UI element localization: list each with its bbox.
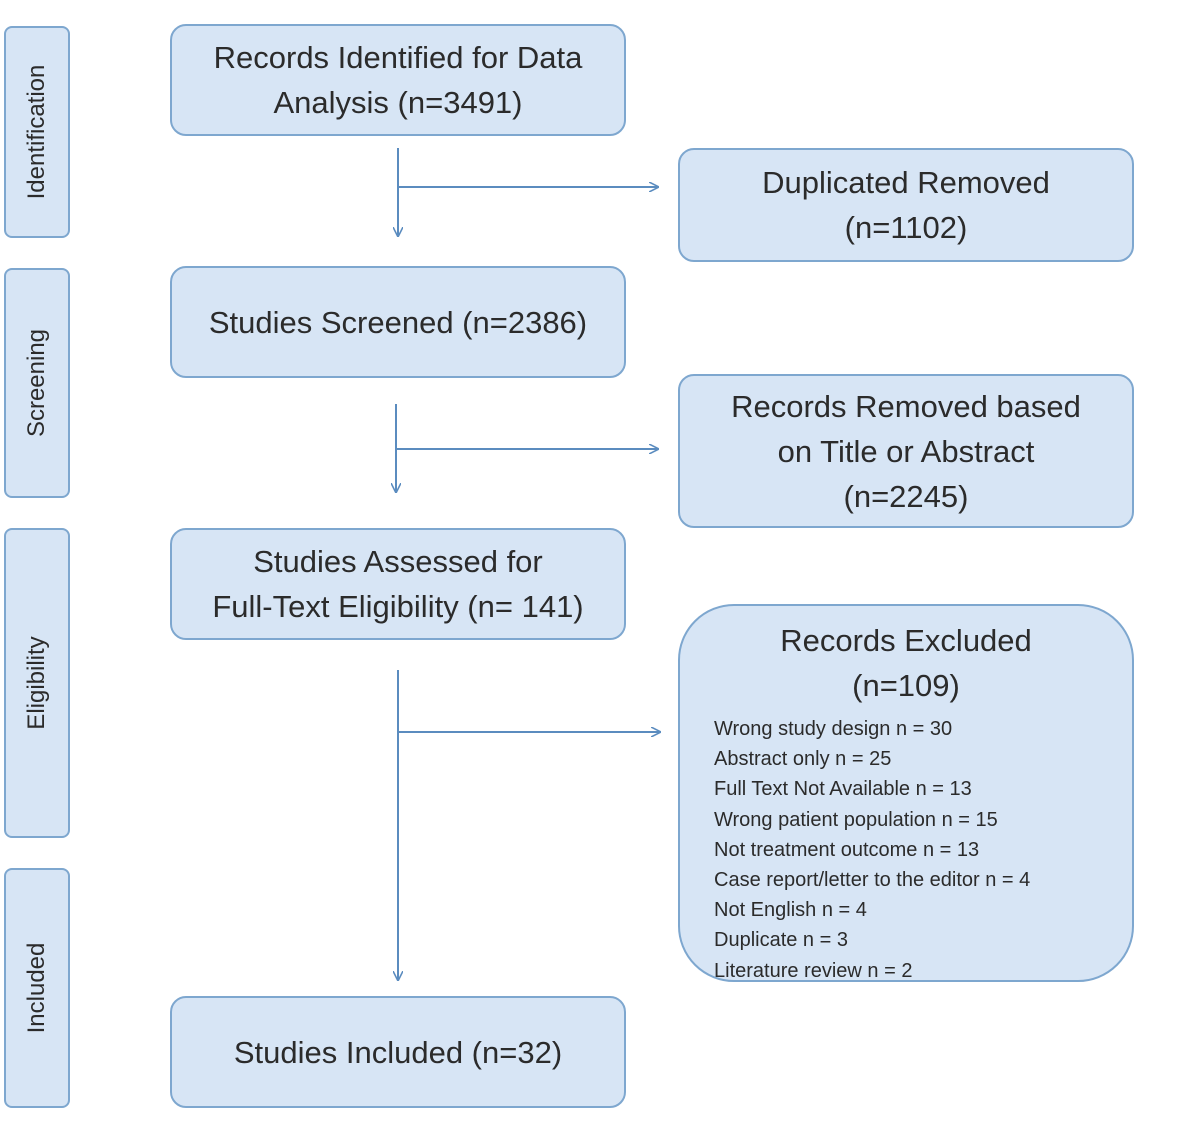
exclusion-reason: Not treatment outcome n = 13 <box>714 838 980 861</box>
exclusion-reason: Wrong patient population n = 15 <box>714 808 998 831</box>
box-studies-included: Studies Included (n=32) <box>170 996 626 1108</box>
box-text: Records Excluded <box>780 623 1032 658</box>
exclusion-reasons-list: Wrong study design n = 30 Abstract only … <box>714 714 1030 986</box>
box-text: Studies Screened (n=2386) <box>208 304 588 340</box>
box-studies-screened: Studies Screened (n=2386) <box>170 266 626 378</box>
box-records-identified: Records Identified for Data Analysis (n=… <box>170 24 626 136</box>
box-text: Studies Included (n=32) <box>233 1034 563 1070</box>
stage-included: Included <box>4 868 70 1108</box>
box-text: Records Identified for Data <box>213 40 583 75</box>
box-text: (n=1102) <box>844 210 968 245</box>
exclusion-reason: Wrong study design n = 30 <box>714 718 953 740</box>
box-studies-assessed: Studies Assessed for Full-Text Eligibili… <box>170 528 626 640</box>
stage-identification: Identification <box>4 26 70 238</box>
stage-screening: Screening <box>4 268 70 498</box>
exclusion-reason: Literature review n = 2 <box>714 959 913 982</box>
box-text: Records Removed based <box>731 388 1081 424</box>
exclusion-reason: Abstract only n = 25 <box>714 748 892 771</box>
box-text: Analysis (n=3491) <box>273 85 523 120</box>
box-text: Duplicated Removed <box>762 165 1050 200</box>
exclusion-reason: Full Text Not Available n = 13 <box>714 778 972 801</box>
stage-eligibility: Eligibility <box>4 528 70 838</box>
box-records-excluded: Records Excluded (n=109) Wrong study des… <box>678 604 1134 982</box>
exclusion-reason: Duplicate n = 3 <box>714 929 848 952</box>
box-removed-title-abstract: Records Removed based on Title or Abstra… <box>678 374 1134 528</box>
box-text: on Title or Abstract <box>777 433 1035 469</box>
box-text: Full-Text Eligibility (n= 141) <box>212 589 584 624</box>
box-text: Studies Assessed for <box>253 544 543 579</box>
exclusion-reason: Case report/letter to the editor n = 4 <box>714 869 1031 892</box>
box-duplicates-removed: Duplicated Removed (n=1102) <box>678 148 1134 262</box>
box-text: (n=2245) <box>843 478 969 514</box>
box-text: (n=109) <box>852 668 960 703</box>
exclusion-reason: Not English n = 4 <box>714 899 867 922</box>
